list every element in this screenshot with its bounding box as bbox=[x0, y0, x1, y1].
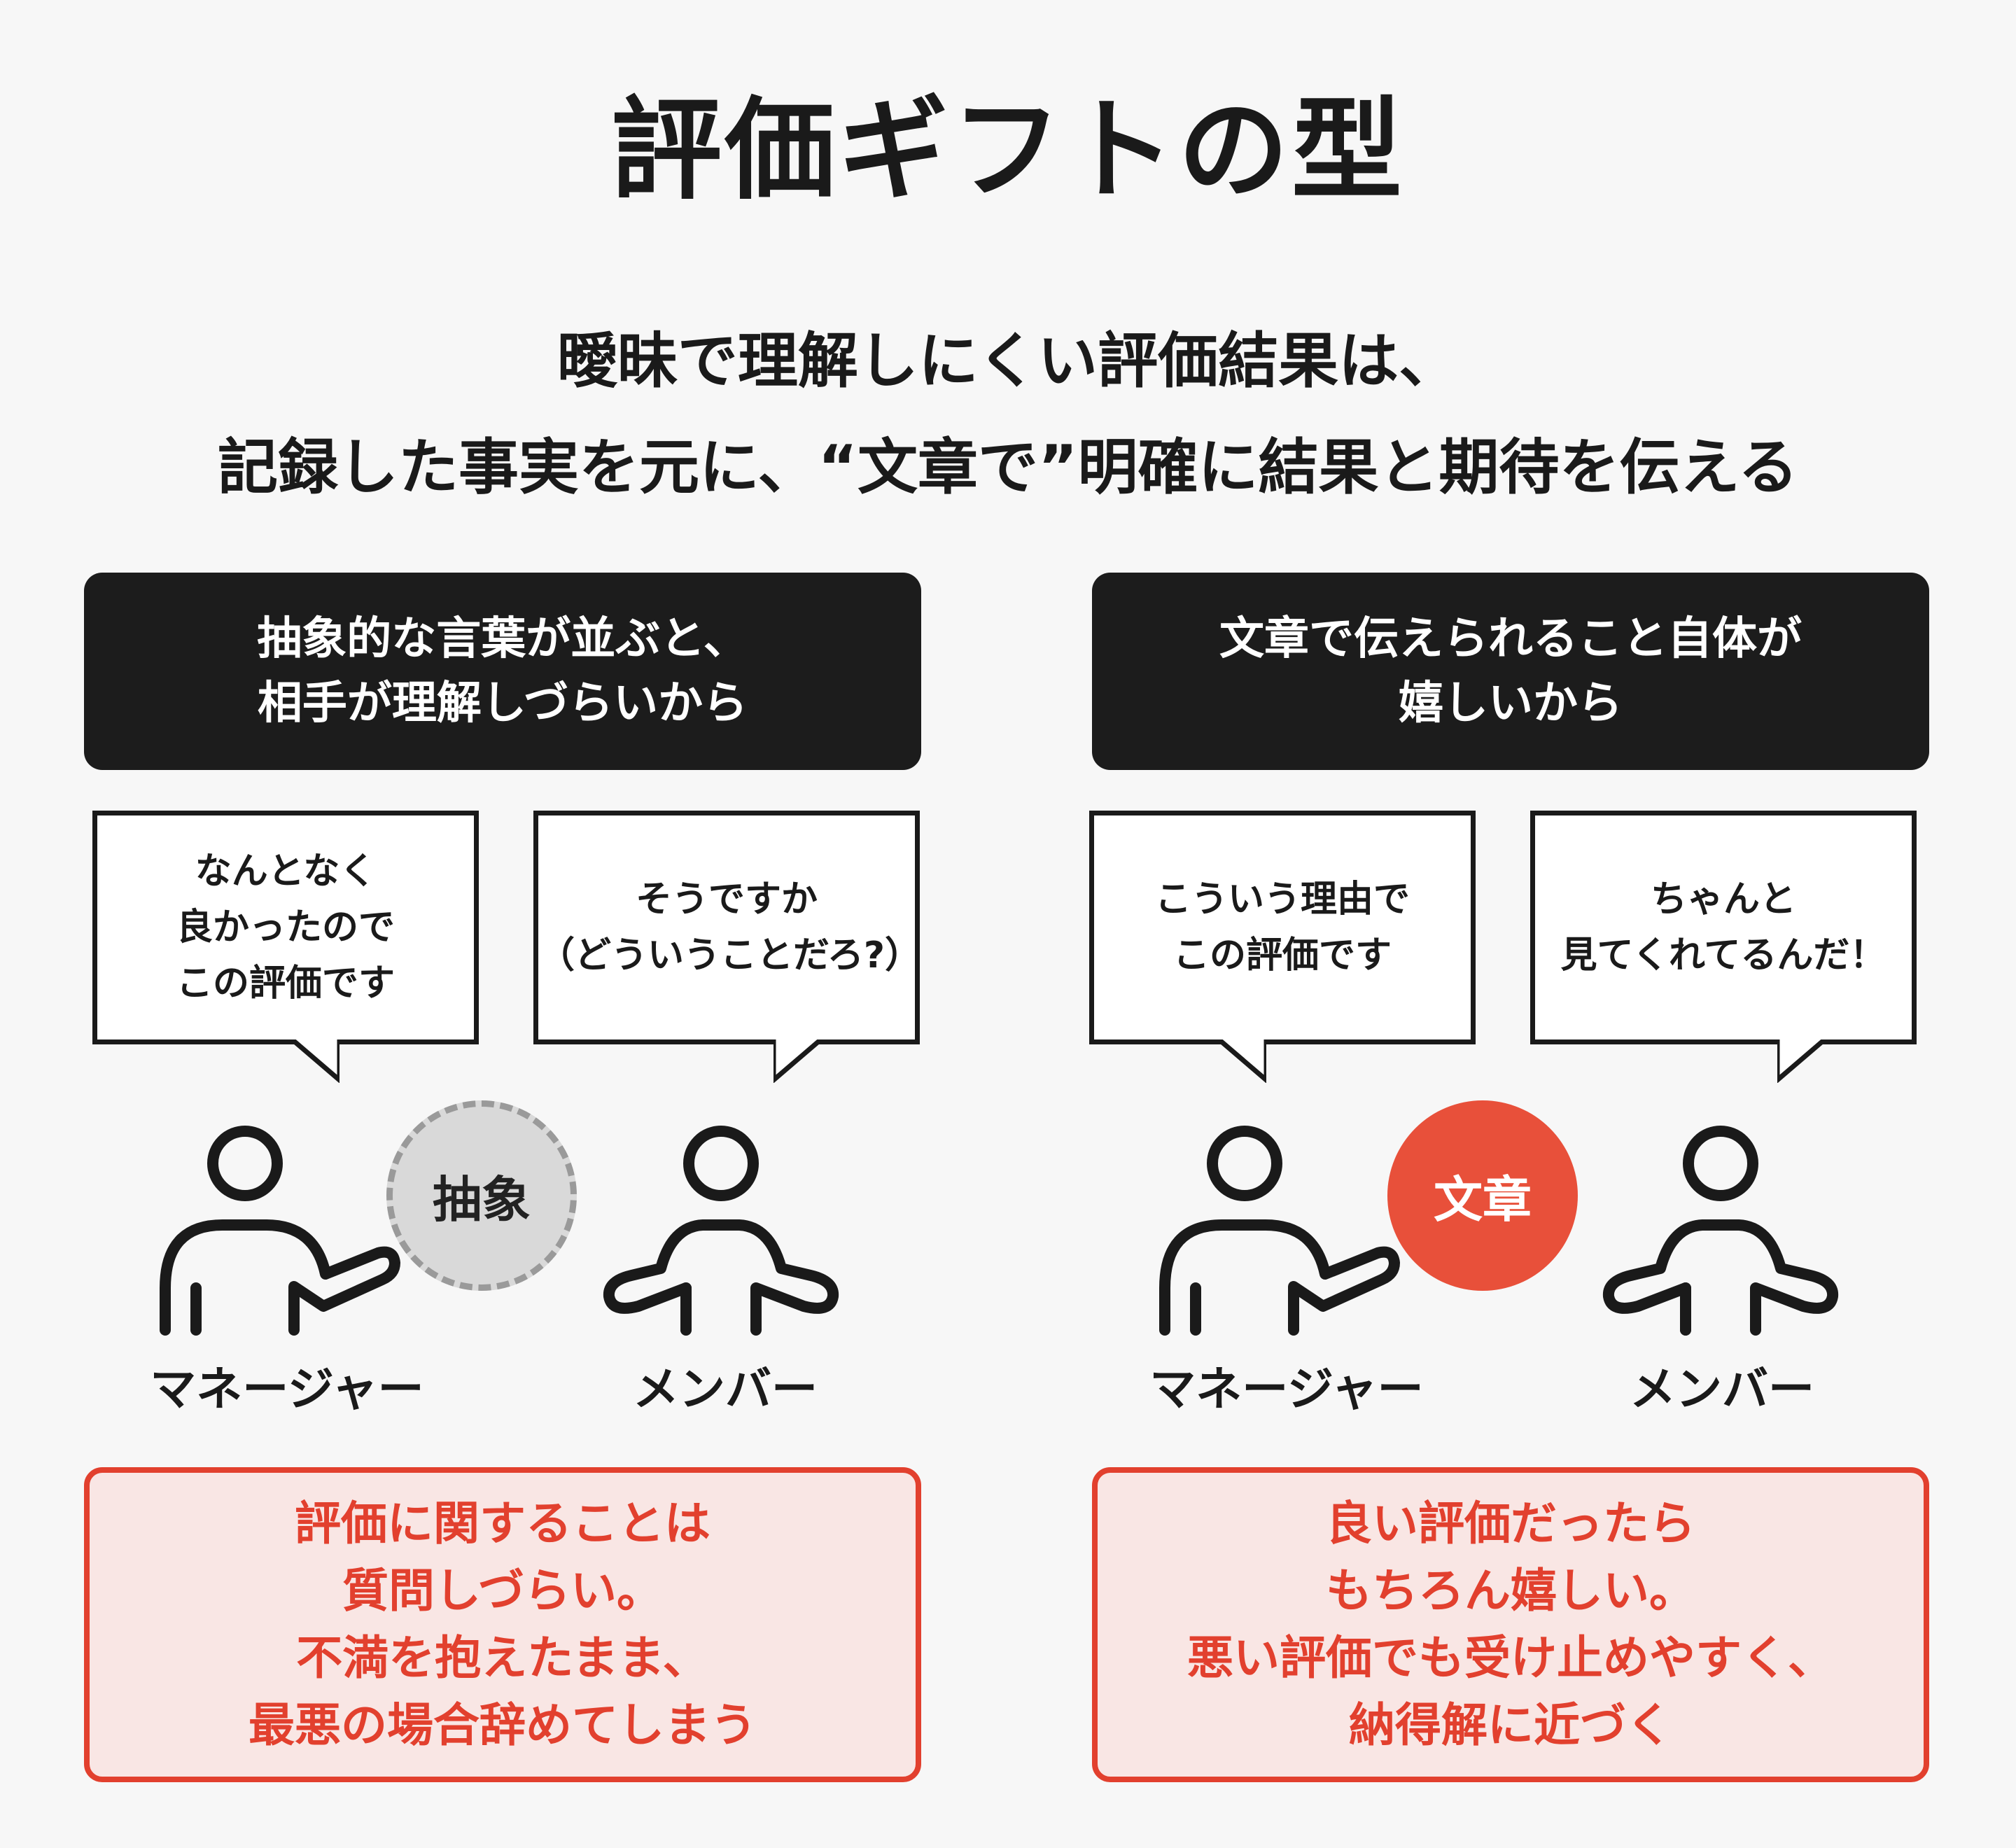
right-result-line-1: 良い評価だったら bbox=[1326, 1497, 1695, 1550]
right-header-line-2: 嬉しいから bbox=[1399, 678, 1623, 729]
left-member-speech-bubble: そうですか （どういうことだろ?） bbox=[533, 811, 922, 1083]
subtitle-line-1: 曖昧で理解しにくい評価結果は、 bbox=[556, 326, 1460, 396]
left-result-line-4: 最悪の場合辞めてしまう bbox=[248, 1698, 757, 1752]
left-member-bubble-line-1: そうですか bbox=[635, 878, 818, 920]
abstract-badge: 抽象 bbox=[386, 1100, 577, 1291]
left-result-line-2: 質問しづらい。 bbox=[342, 1564, 664, 1618]
left-manager-bubble-line-3: この評価です bbox=[176, 962, 395, 1004]
person-shrugging-icon bbox=[1588, 1113, 1854, 1365]
left-member-label: メンバー bbox=[633, 1362, 818, 1416]
page-title: 評価ギフトの型 bbox=[611, 86, 1405, 215]
person-pointing-icon bbox=[1140, 1113, 1406, 1365]
person-shrugging-icon bbox=[588, 1113, 854, 1365]
left-manager-speech-bubble: なんとなく 良かったので この評価です bbox=[92, 811, 479, 1083]
right-result-line-2: もちろん嬉しい。 bbox=[1326, 1564, 1695, 1618]
right-result-line-3: 悪い評価でも受け止めやすく、 bbox=[1187, 1631, 1834, 1685]
left-manager-label: マネージャー bbox=[150, 1362, 424, 1416]
left-result-box: 評価に関することは 質問しづらい。 不満を抱えたまま、 最悪の場合辞めてしまう bbox=[84, 1467, 921, 1782]
text-badge: 文章 bbox=[1387, 1100, 1578, 1291]
right-header-box: 文章で伝えられること自体が 嬉しいから bbox=[1092, 573, 1929, 770]
left-result-line-3: 不満を抱えたまま、 bbox=[296, 1631, 709, 1685]
right-member-speech-bubble: ちゃんと 見てくれてるんだ！ bbox=[1530, 811, 1917, 1083]
left-member-bubble-line-2: （どういうことだろ?） bbox=[538, 934, 922, 976]
right-result-box: 良い評価だったら もちろん嬉しい。 悪い評価でも受け止めやすく、 納得解に近づく bbox=[1092, 1467, 1929, 1782]
left-manager-bubble-line-1: なんとなく bbox=[195, 850, 377, 892]
left-manager-bubble-line-2: 良かったので bbox=[176, 906, 395, 948]
person-pointing-icon bbox=[140, 1113, 406, 1365]
right-result-line-4: 納得解に近づく bbox=[1349, 1698, 1672, 1752]
subtitle: 曖昧で理解しにくい評価結果は、 記録した事実を元に、“文章で”明確に結果と期待を… bbox=[0, 308, 2016, 521]
left-header-box: 抽象的な言葉が並ぶと、 相手が理解しづらいから bbox=[84, 573, 921, 770]
left-header-line-1: 抽象的な言葉が並ぶと、 bbox=[257, 613, 748, 665]
right-member-bubble-line-2: 見てくれてるんだ！ bbox=[1560, 934, 1886, 976]
left-header-line-2: 相手が理解しづらいから bbox=[257, 678, 748, 729]
right-manager-bubble-line-1: こういう理由で bbox=[1154, 878, 1410, 920]
speech-tail-icon bbox=[1777, 1040, 1826, 1083]
right-manager-speech-bubble: こういう理由で この評価です bbox=[1089, 811, 1476, 1083]
right-member-bubble-line-1: ちゃんと bbox=[1650, 878, 1796, 920]
right-member-label: メンバー bbox=[1630, 1362, 1814, 1416]
speech-tail-icon bbox=[1217, 1040, 1266, 1083]
right-header-line-1: 文章で伝えられること自体が bbox=[1219, 613, 1802, 665]
right-manager-bubble-line-2: この評価です bbox=[1172, 934, 1392, 976]
right-manager-label: マネージャー bbox=[1149, 1362, 1424, 1416]
speech-tail-icon bbox=[290, 1040, 340, 1083]
speech-tail-icon bbox=[774, 1040, 822, 1083]
left-result-line-1: 評価に関することは bbox=[295, 1497, 710, 1550]
subtitle-line-2: 記録した事実を元に、“文章で”明確に結果と期待を伝える bbox=[218, 433, 1798, 503]
